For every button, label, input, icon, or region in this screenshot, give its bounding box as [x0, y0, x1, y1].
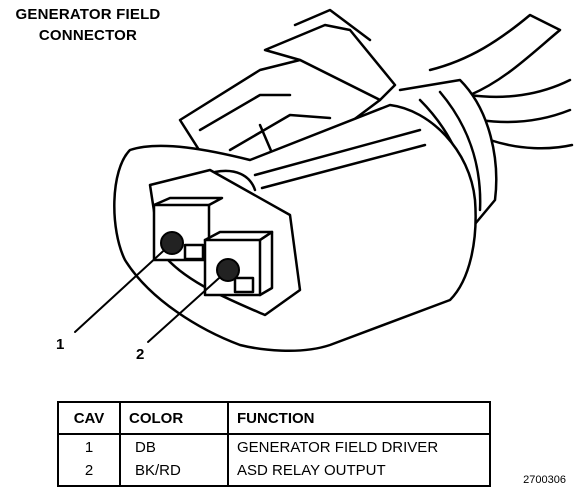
title-line-2: CONNECTOR: [38, 27, 138, 44]
wire: [478, 108, 572, 124]
figure-number: 2700306: [523, 474, 566, 486]
cavity-table: CAV COLOR FUNCTION 1 DB GENERATOR FIELD …: [57, 401, 491, 487]
color-cell: DB: [119, 434, 229, 458]
cavity-1-housing: [152, 203, 211, 262]
color-cell: BK/RD: [119, 458, 229, 487]
table-header-row: CAV COLOR FUNCTION: [57, 401, 491, 435]
header-function: FUNCTION: [227, 401, 491, 435]
terminal-1: [160, 231, 184, 255]
callout-2: 2: [136, 346, 145, 363]
header-cav: CAV: [57, 401, 121, 435]
diagram-title: GENERATOR FIELD CONNECTOR: [8, 4, 168, 46]
connector-illustration: [74, 8, 574, 353]
wire: [428, 13, 562, 97]
title-line-1: GENERATOR FIELD: [15, 6, 161, 23]
leader-line-2: [147, 269, 229, 343]
function-cell: ASD RELAY OUTPUT: [227, 458, 491, 487]
header-color: COLOR: [119, 401, 229, 435]
leader-line-1: [74, 242, 173, 333]
cav-cell: 1: [57, 434, 121, 458]
cav-cell: 2: [57, 458, 121, 487]
table-row: 1 DB GENERATOR FIELD DRIVER: [57, 434, 491, 458]
function-cell: GENERATOR FIELD DRIVER: [227, 434, 491, 458]
callout-1: 1: [56, 336, 65, 353]
terminal-2: [216, 258, 240, 282]
wire: [488, 138, 574, 150]
table-row: 2 BK/RD ASD RELAY OUTPUT: [57, 458, 491, 487]
wire: [468, 78, 572, 99]
